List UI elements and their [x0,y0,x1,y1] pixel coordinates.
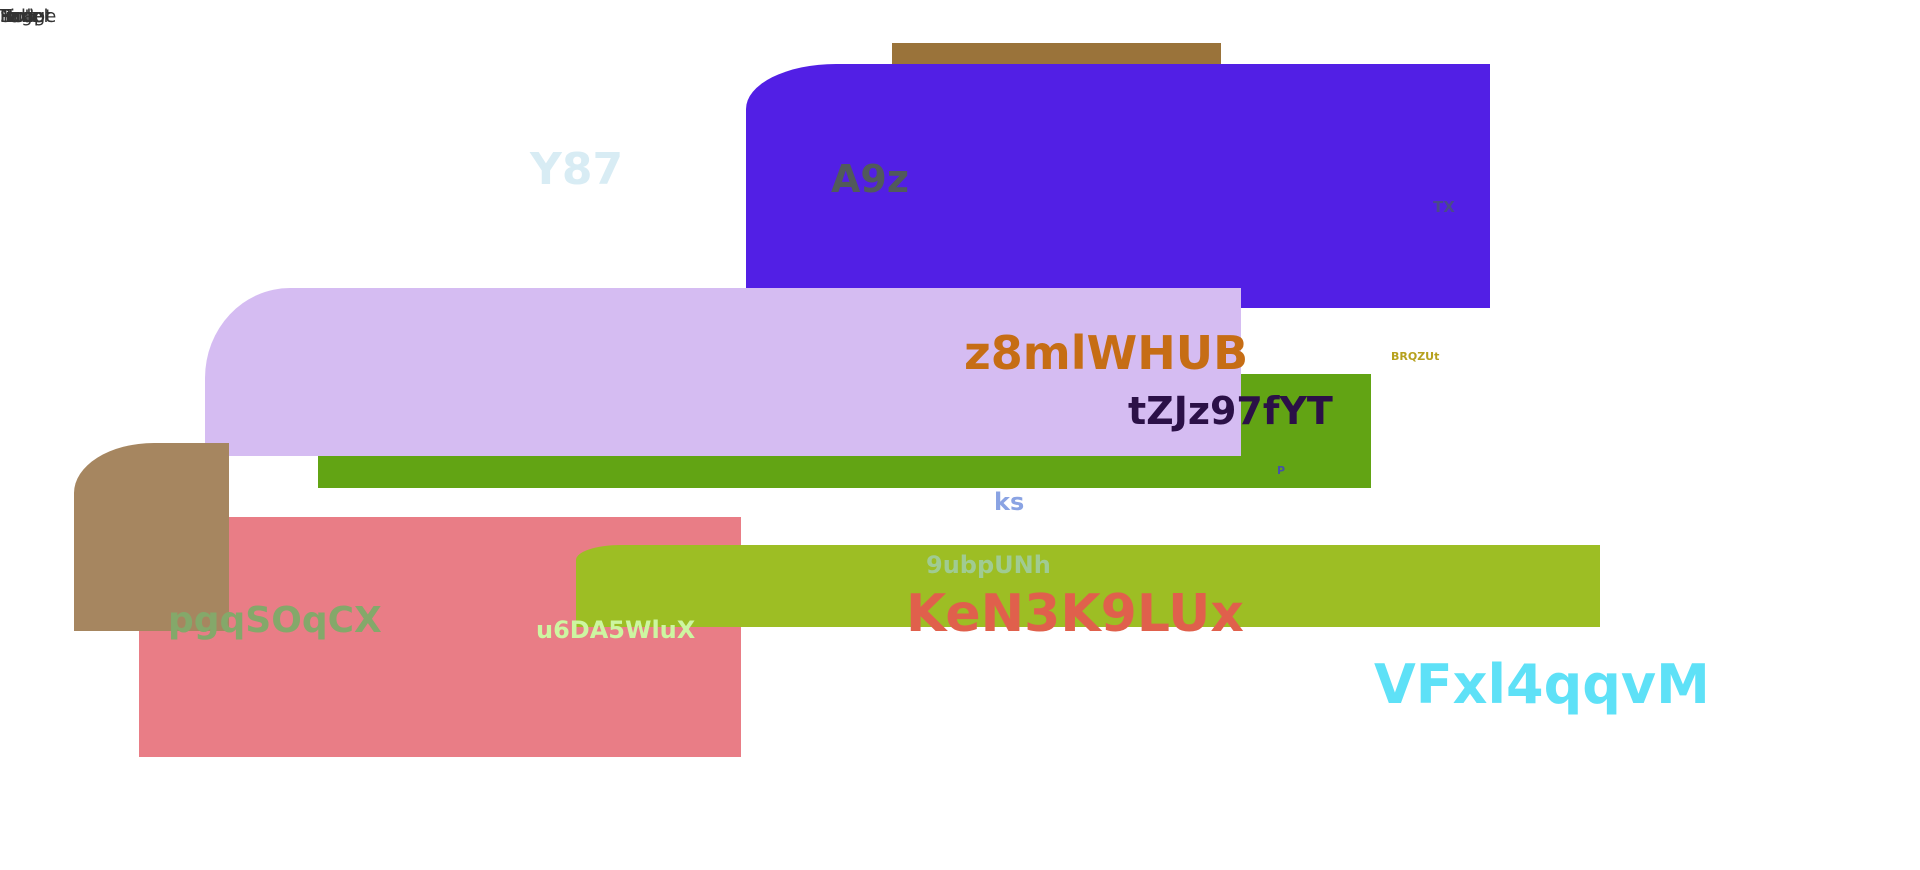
label-ken3k9lux: KeN3K9LUx [906,584,1244,644]
corner-text-1: Script [0,6,53,27]
label-pgqsoqcx: pgqSOqCX [168,600,382,641]
corner-text-7: Label [0,6,49,27]
label-brqzut: BRQZUt [1391,350,1440,363]
label-tzjz97fyt: tZJz97fYT [1128,389,1333,433]
label-u6da5wlux: u6DA5WluX [536,616,696,644]
corner-text-5: Page [0,6,44,27]
label-tx: TX [1433,198,1455,216]
indigo-block [746,64,1490,308]
label-ks: ks [994,488,1025,516]
label-a9z: A9z [831,157,909,201]
corner-text-3: Note [0,6,43,27]
lime-block [576,545,1600,627]
corner-text-6: Link [0,6,37,27]
corner-text-2: Image [0,6,57,27]
label-y87: Y87 [530,144,624,195]
tan-block [74,443,229,631]
label-p: P [1277,464,1286,477]
label-z8mlwhub: z8mlWHUB [964,326,1249,380]
lavender-block [205,288,1241,456]
label-9ubpunh: 9ubpUNh [926,551,1051,579]
label-vfxl4qqvm: VFxl4qqvM [1374,653,1710,716]
corner-text-4: Text [0,6,37,27]
